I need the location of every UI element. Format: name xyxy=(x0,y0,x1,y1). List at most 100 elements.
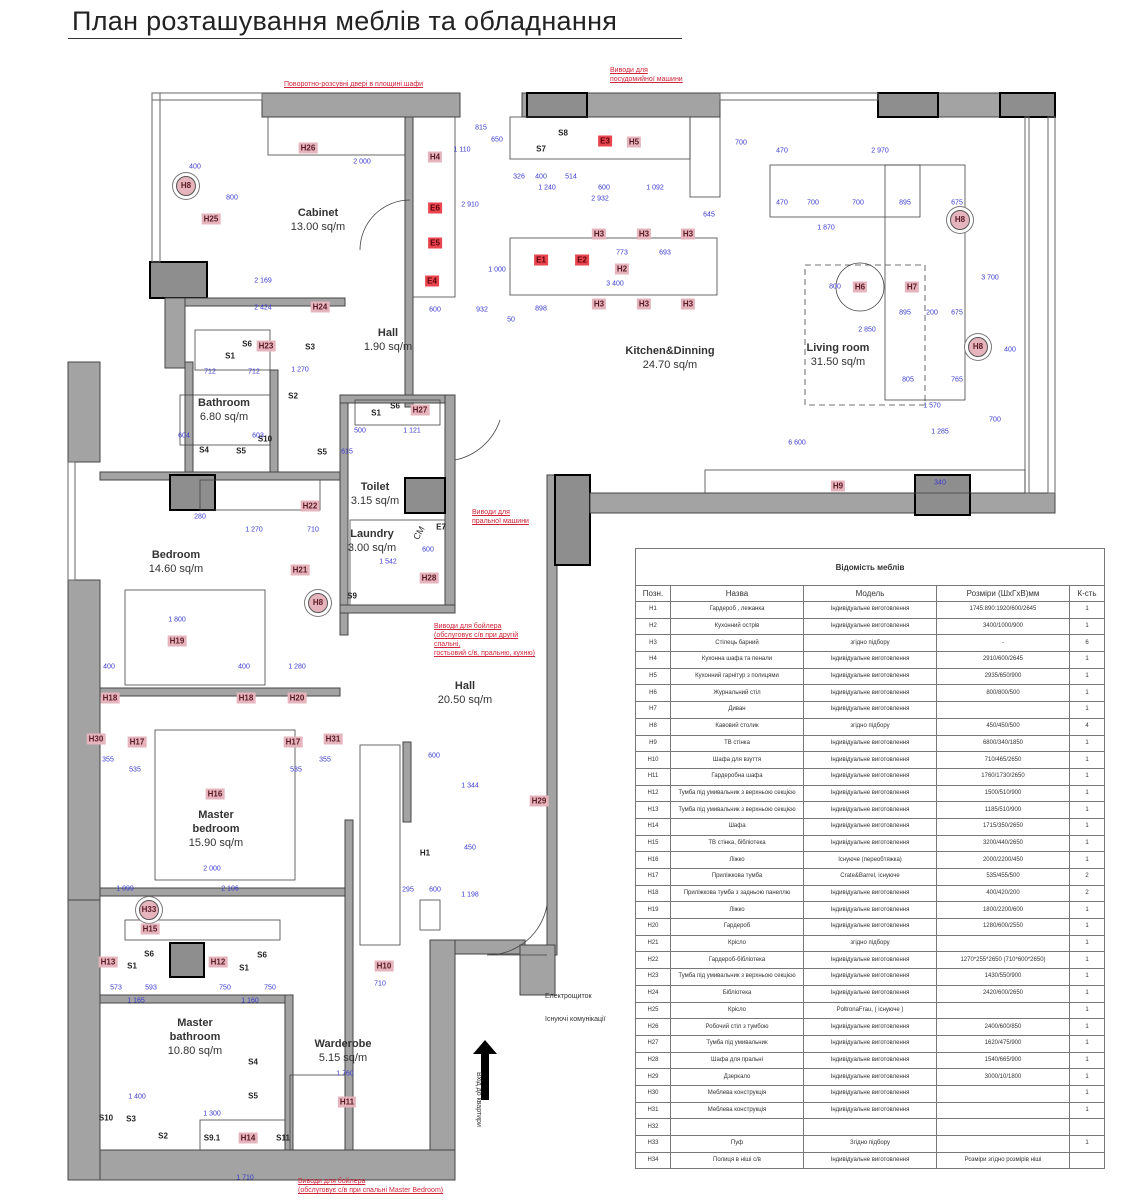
table-caption: Відомість меблів xyxy=(635,548,1105,586)
table-cell: Індивідуальне виготовлення xyxy=(803,1018,937,1036)
dimension-label: 1 270 xyxy=(245,526,263,534)
table-cell: Індивідуальне виготовлення xyxy=(803,968,937,986)
room-area: 13.00 sq/m xyxy=(290,221,346,233)
table-cell: H9 xyxy=(635,734,671,753)
dimension-label: 400 xyxy=(189,163,201,171)
furniture-tag: H29 xyxy=(529,795,549,807)
furniture-tag: H9 xyxy=(830,480,846,492)
wall xyxy=(99,471,341,481)
table-cell: 1 xyxy=(1069,968,1105,986)
table-cell: 1280/600/2550 xyxy=(936,918,1070,936)
furniture-tag: S1 xyxy=(127,961,137,971)
table-cell: 1745:890:1920/600/2645 xyxy=(936,601,1070,619)
table-cell: 1760/1730/2650 xyxy=(936,767,1070,786)
dimension-label: 712 xyxy=(248,368,260,376)
dimension-label: 600 xyxy=(429,886,441,894)
dimension-label: 50 xyxy=(507,316,515,324)
table-cell: Індивідуальне виготовлення xyxy=(803,617,937,636)
room-name: Hall xyxy=(454,680,476,692)
dimension-label: 593 xyxy=(145,984,157,992)
column xyxy=(914,474,971,516)
dimension-label: 1 160 xyxy=(241,997,259,1005)
table-cell: Журнальний стіл xyxy=(670,684,804,703)
table-cell: 1 xyxy=(1069,784,1105,803)
dimension-label: 1 870 xyxy=(817,224,835,232)
table-cell: 1 xyxy=(1069,1068,1105,1086)
dimension-label: 710 xyxy=(307,526,319,534)
column xyxy=(877,92,939,118)
dimension-label: 514 xyxy=(565,173,577,181)
dimension-label: 3 700 xyxy=(981,274,999,282)
table-cell: Шафа для пральні xyxy=(670,1051,804,1070)
furniture-tag: E6 xyxy=(428,202,442,214)
table-cell: H11 xyxy=(635,767,671,786)
furniture-tag: S5 xyxy=(248,1091,258,1101)
furniture-tag: S10 xyxy=(98,1113,114,1123)
wall xyxy=(184,361,194,473)
table-cell: Згідно підбору xyxy=(803,1135,937,1153)
table-cell: Індивідуальне виготовлення xyxy=(803,984,937,1003)
dimension-label: 2 169 xyxy=(254,277,272,285)
furniture-tag: S4 xyxy=(199,445,209,455)
note-washing-machine: Виводи для пральної машини xyxy=(472,508,529,526)
table-cell: 1185/510/900 xyxy=(936,801,1070,819)
table-cell: H6 xyxy=(635,684,671,703)
furniture-tag: H14 xyxy=(238,1132,258,1144)
table-cell: Індивідуальне виготовлення xyxy=(803,817,937,836)
dimension-label: 1 121 xyxy=(403,427,421,435)
furniture-tag: H33 xyxy=(139,900,159,920)
table-cell: Ліжко xyxy=(670,851,804,869)
room-name: Master bathroom xyxy=(169,1017,221,1043)
furniture-tag: H15 xyxy=(140,923,160,935)
furniture-tag: H10 xyxy=(374,960,394,972)
table-cell: H18 xyxy=(635,884,671,903)
table-cell: 4 xyxy=(1069,717,1105,736)
page-title: План розташування меблів та обладнання xyxy=(72,6,618,36)
table-cell: Тумба під умивальник з верхньою секцією xyxy=(670,968,804,986)
table-cell: H31 xyxy=(635,1101,671,1120)
dimension-label: 6 600 xyxy=(788,439,806,447)
furniture xyxy=(124,116,1026,1151)
table-cell: H28 xyxy=(635,1051,671,1070)
room-name: Laundry xyxy=(350,528,394,540)
table-cell: ТВ стінка xyxy=(670,734,804,753)
furniture-tag: H18 xyxy=(236,692,256,704)
dimension-label: 712 xyxy=(204,368,216,376)
furniture-tag: H27 xyxy=(410,404,430,416)
wall xyxy=(344,819,354,1151)
furniture-tag: E7 xyxy=(436,522,446,532)
note-electrical-panel: Електрощиток xyxy=(545,993,592,1000)
table-cell: 1 xyxy=(1069,834,1105,853)
table-cell: 1 xyxy=(1069,1051,1105,1070)
dimension-label: 2 000 xyxy=(203,865,221,873)
furniture-tag: S5 xyxy=(317,447,327,457)
table-cell: H1 xyxy=(635,601,671,619)
table-cell: 1 xyxy=(1069,951,1105,970)
table-cell: H22 xyxy=(635,951,671,970)
dimension-label: 1 400 xyxy=(128,1093,146,1101)
furniture-tag: S5 xyxy=(236,446,246,456)
wall xyxy=(402,741,412,823)
table-cell: 1 xyxy=(1069,934,1105,953)
table-cell: 6 xyxy=(1069,634,1105,653)
room-area: 3.15 sq/m xyxy=(350,495,400,507)
dimension-label: 700 xyxy=(807,199,819,207)
note-line: Виводи для xyxy=(472,509,510,516)
table-cell: Диван xyxy=(670,701,804,719)
dimension-label: 355 xyxy=(102,756,114,764)
table-cell: 3000/10/1800 xyxy=(936,1068,1070,1086)
dimension-label: 1 000 xyxy=(488,266,506,274)
table-cell: Розміри згідно розмірів ніші xyxy=(936,1151,1070,1170)
note-existing-utilities: Існуючі комунікації xyxy=(545,1016,606,1023)
dimension-label: 340 xyxy=(934,479,946,487)
